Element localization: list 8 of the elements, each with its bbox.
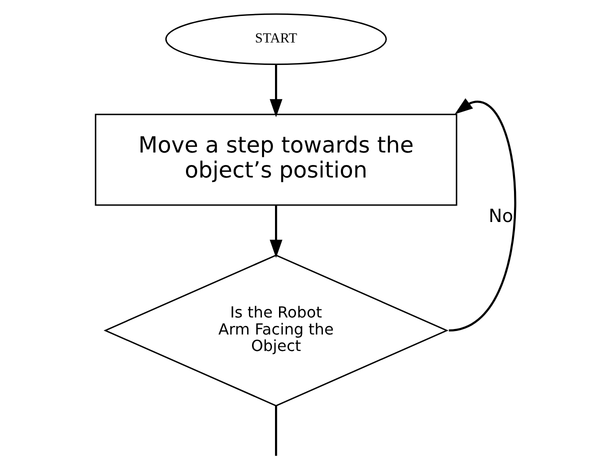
connector [275, 406, 278, 456]
edge-label: No [488, 206, 514, 227]
node-diamond: Is the Robot Arm Facing the Object [104, 254, 449, 406]
arrow [270, 205, 282, 258]
node-box: Move a step towards the object’s position [94, 114, 458, 206]
arrow [448, 98, 516, 332]
arrow [270, 64, 282, 118]
node-ellipse: START [165, 13, 387, 65]
